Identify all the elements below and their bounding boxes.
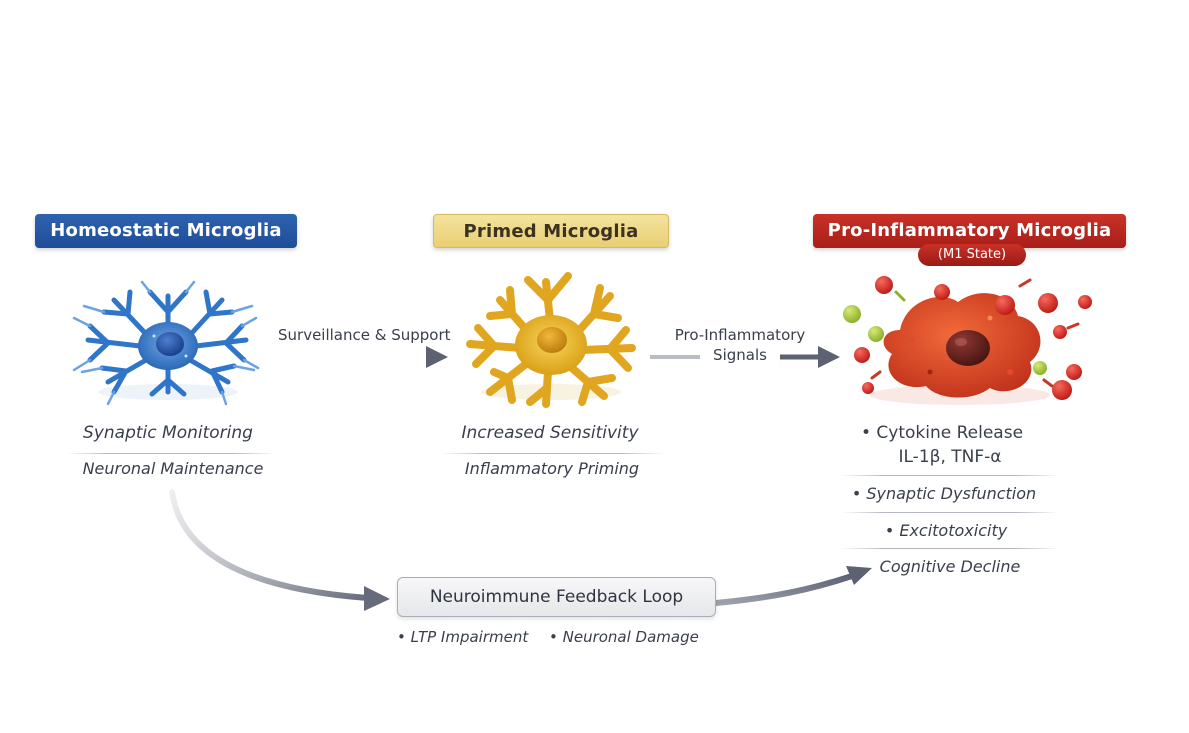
ramified-microglia-icon [72, 280, 260, 406]
proinflammatory-title: Pro-Inflammatory Microglia [813, 214, 1126, 248]
transition-label-surveillance: Surveillance & Support [278, 326, 451, 344]
consequence-ltp-impairment: • LTP Impairment [397, 628, 529, 646]
consequence-neuronal-damage: • Neuronal Damage [549, 628, 699, 646]
effect-cytokines-list: IL-1β, TNF-α [898, 447, 1002, 467]
homeostatic-role-2: Neuronal Maintenance [82, 459, 264, 478]
m1-state-badge: (M1 State) [918, 244, 1026, 266]
primed-role-1: Increased Sensitivity [461, 423, 639, 443]
divider [66, 453, 276, 454]
primed-role-2: Inflammatory Priming [464, 459, 640, 478]
effect-cytokine-release: • Cytokine Release [860, 423, 1024, 443]
arrow-primed-to-proinflammatory [650, 346, 840, 368]
transition-label-signals-line1: Pro-Inflammatory [674, 326, 806, 344]
arrow-from-feedback-loop [713, 566, 872, 606]
divider [440, 453, 665, 454]
primed-title: Primed Microglia [433, 214, 669, 248]
divider [840, 548, 1060, 549]
activated-microglia-icon [843, 276, 1092, 405]
arrow-homeostatic-to-primed [275, 346, 448, 368]
effect-excitotoxicity: • Excitotoxicity [884, 521, 1008, 540]
homeostatic-title: Homeostatic Microglia [35, 214, 297, 248]
arrow-to-feedback-loop [169, 489, 390, 611]
effect-cognitive-decline: Cognitive Decline [879, 557, 1021, 576]
divider [840, 475, 1060, 476]
homeostatic-role-1: Synaptic Monitoring [83, 423, 253, 443]
feedback-loop-box: Neuroimmune Feedback Loop [397, 577, 716, 617]
divider [840, 512, 1060, 513]
transition-label-signals-line2: Signals [713, 346, 767, 364]
primed-microglia-icon [466, 272, 636, 408]
effect-synaptic-dysfunction: • Synaptic Dysfunction [851, 484, 1037, 503]
